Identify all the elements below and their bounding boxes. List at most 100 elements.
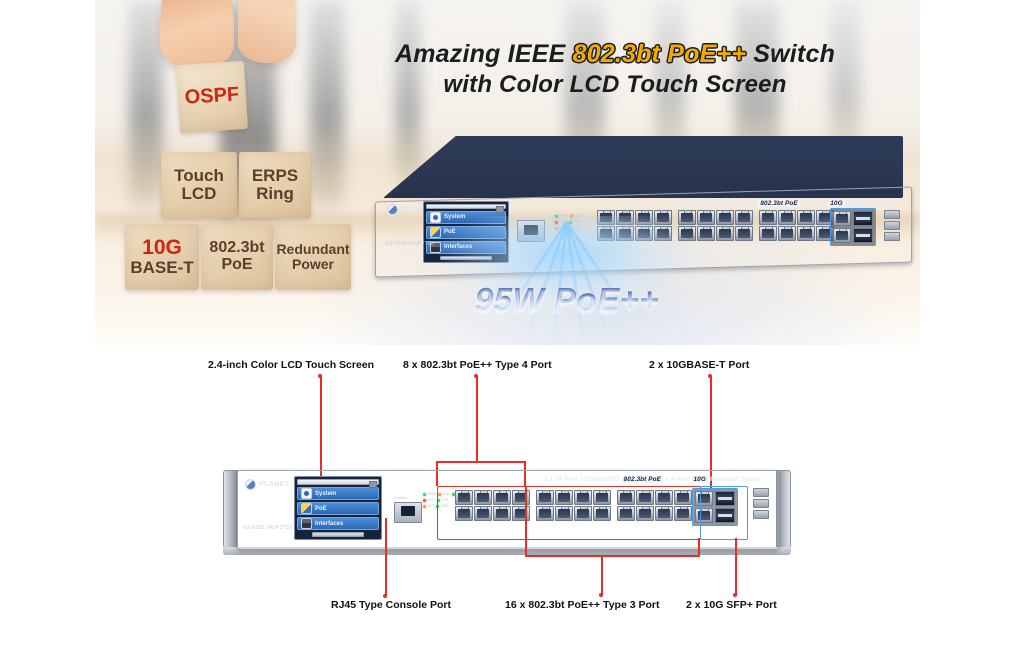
lcd-button-system[interactable]: System [297,487,379,500]
rj45-slot [677,509,689,518]
rj45-port[interactable] [536,506,554,521]
rj45-port[interactable] [555,506,573,521]
rj45-port[interactable] [759,210,777,225]
uplink-rj45-column[interactable] [833,211,851,243]
sfp-plus-port[interactable] [715,491,735,506]
rj45-slot [458,493,470,502]
lcd-button-system-label: System [315,490,337,497]
rj45-port[interactable] [574,490,592,505]
rj45-port[interactable] [797,226,815,241]
rj45-port-column[interactable] [536,490,554,521]
rj45-port[interactable] [512,490,530,505]
rj45-port[interactable] [574,506,592,521]
rj45-port[interactable] [617,490,635,505]
rj45-slot [677,493,689,502]
rj45-port[interactable] [655,506,673,521]
uplink-module[interactable] [692,488,738,526]
rj45-port[interactable] [816,226,834,241]
rj45-port[interactable] [674,506,692,521]
rj45-slot [477,493,489,502]
rj45-port-column[interactable] [759,210,777,241]
rj45-port[interactable] [674,490,692,505]
rj45-port[interactable] [474,506,492,521]
rj45-port-bank[interactable] [455,490,692,521]
rj45-port[interactable] [455,490,473,505]
rj45-port-column[interactable] [493,490,511,521]
rj45-port-column[interactable] [474,490,492,521]
rj45-port-column[interactable] [735,210,753,241]
rj45-port[interactable] [655,490,673,505]
rj45-port[interactable] [593,506,611,521]
rj45-port[interactable] [593,490,611,505]
uplink-10gbase-t-port[interactable] [833,211,851,226]
block-ospf: OSPF [175,60,249,134]
interfaces-icon [301,518,312,529]
rj45-port[interactable] [474,490,492,505]
rj45-port-column[interactable] [797,210,815,241]
rj45-port[interactable] [512,506,530,521]
rj45-port-column[interactable] [636,490,654,521]
rj45-port-column[interactable] [574,490,592,521]
face-label-post: Managed Switch [707,476,762,483]
lcd-dropdown[interactable] [426,204,506,213]
sfp-plus-port[interactable] [853,228,873,243]
lcd-button-poe[interactable]: PoE [297,502,379,515]
rj45-slot [558,509,570,518]
model-number-label: GS-6320-24UP2T2X [243,525,293,531]
rj45-port[interactable] [493,490,511,505]
uplink-sfp-column[interactable] [715,491,735,523]
rj45-port-column[interactable] [512,490,530,521]
rj45-port[interactable] [617,506,635,521]
rj45-port[interactable] [455,506,473,521]
block-touch-line2: LCD [181,184,217,203]
rj45-port[interactable] [636,506,654,521]
uplink-module[interactable] [830,208,876,246]
rj45-port[interactable] [735,210,753,225]
face-label-poe-box: 802.3bt PoE [621,476,663,483]
led-label: SYS [428,498,435,502]
rj45-port-column[interactable] [816,210,834,241]
sfp-plus-port[interactable] [853,211,873,226]
uplink-10gbase-t-port[interactable] [695,491,713,506]
rj45-port-column[interactable] [555,490,573,521]
uplink-10gbase-t-port[interactable] [833,228,851,243]
rj45-slot [698,494,710,503]
rj45-port[interactable] [778,210,796,225]
uplink-rj45-column[interactable] [695,491,713,523]
rj45-port-column[interactable] [655,490,673,521]
rj45-port-column[interactable] [593,490,611,521]
callout-bracket-poe3-right [698,538,700,556]
uplink-10gbase-t-port[interactable] [695,508,713,523]
rj45-port-column[interactable] [674,490,692,521]
rj45-port-column[interactable] [778,210,796,241]
rj45-port[interactable] [778,226,796,241]
console-port[interactable] [394,502,422,523]
background-blur-bar [395,0,421,190]
face-label-pre: L3 24-Port 10/100/1000T [681,200,759,207]
port-group-gap [612,490,616,521]
rj45-port[interactable] [797,210,815,225]
lcd-dropdown[interactable] [297,479,379,488]
rj45-port[interactable] [555,490,573,505]
rj45-port[interactable] [636,490,654,505]
sfp-plus-port[interactable] [715,508,735,523]
port-group-gap [531,490,535,521]
callout-sfp-plus-label: 2 x 10G SFP+ Port [686,599,777,611]
rj45-port[interactable] [816,210,834,225]
block-10g-baset: 10G BASE-T [125,224,199,290]
rj45-port[interactable] [493,506,511,521]
lcd-button-interfaces-label: Interfaces [315,520,344,527]
face-label-post: Managed Switch [844,200,898,207]
rj45-port[interactable] [536,490,554,505]
lcd-home-button[interactable] [311,532,365,537]
rj45-port-column[interactable] [455,490,473,521]
rj45-slot [762,213,774,222]
rj45-slot [658,493,670,502]
rj45-port-column[interactable] [617,490,635,521]
rj45-port[interactable] [759,226,777,241]
led-amber [437,492,441,496]
uplink-sfp-column[interactable] [853,211,873,243]
lcd-touch-screen[interactable]: System PoE Interfaces [294,476,382,540]
rj45-port[interactable] [735,226,753,241]
lcd-button-interfaces[interactable]: Interfaces [297,517,379,530]
